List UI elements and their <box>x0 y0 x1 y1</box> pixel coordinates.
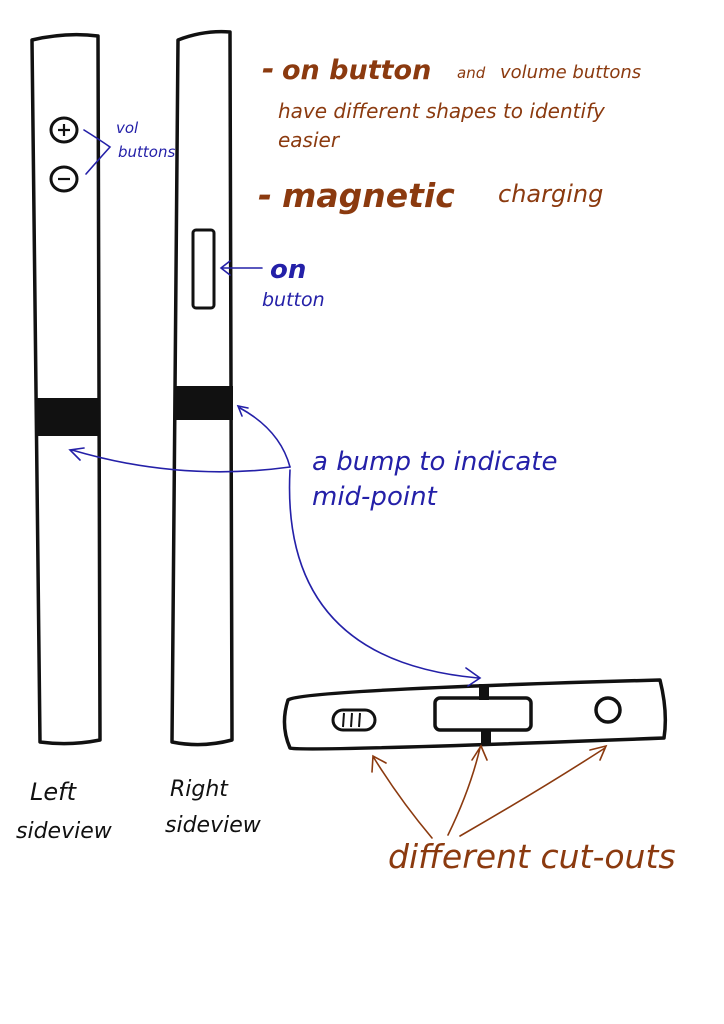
bottom-view <box>282 678 668 751</box>
bottom-device-outline <box>282 678 668 751</box>
on-button-arrow <box>219 260 263 276</box>
power-button <box>191 228 216 310</box>
note1-line3: easier <box>278 128 341 152</box>
bottom-midpoint-bump-top <box>479 684 489 700</box>
cutout-arrow-speaker <box>371 754 433 839</box>
blue-arrows <box>68 129 482 687</box>
bump-arrow-left <box>68 447 291 473</box>
right-view-label-line1: Right <box>170 777 229 802</box>
on-label-line2: button <box>262 289 325 311</box>
left-view-label-line2: sideview <box>16 819 113 844</box>
speaker-grille-cutout <box>331 708 377 732</box>
bump-arrow-bottom <box>288 469 482 687</box>
note1-line1-dash: - <box>262 52 274 87</box>
bump-label-line1: a bump to indicate <box>312 447 558 477</box>
right-device-outline <box>170 29 234 747</box>
right-view-label-line2: sideview <box>165 813 262 838</box>
vol-buttons-bracket <box>83 129 112 175</box>
vol-label-line2: buttons <box>118 143 175 161</box>
on-label-line1: on <box>270 255 306 285</box>
note2-dash: - <box>258 176 272 216</box>
note1-line2: have different shapes to identify <box>278 99 606 123</box>
note2-bold: magnetic <box>282 176 455 215</box>
note1-line1-bold: on button <box>282 55 431 86</box>
headphone-jack-cutout <box>594 696 622 724</box>
left-view-label-line1: Left <box>30 778 78 806</box>
right-midpoint-bump <box>176 386 233 420</box>
left-side-view <box>30 32 102 746</box>
plus-icon <box>58 124 70 136</box>
vol-label-line1: vol <box>116 119 139 137</box>
volume-down-button <box>49 165 79 193</box>
bottom-midpoint-bump-bottom <box>481 730 491 744</box>
note2-rest: charging <box>498 180 603 208</box>
note1-line1-rest: volume buttons <box>500 62 641 83</box>
bump-arrow-right-top <box>236 404 291 468</box>
right-side-view <box>170 29 234 747</box>
brown-arrows <box>371 744 608 839</box>
cutout-arrow-jack <box>459 744 608 837</box>
left-midpoint-bump <box>37 398 99 436</box>
cutouts-label: different cut-outs <box>388 837 676 876</box>
volume-up-button <box>49 116 79 144</box>
cutout-arrow-port <box>447 744 488 836</box>
bump-label-line2: mid-point <box>312 482 438 512</box>
charging-port-cutout <box>433 696 533 732</box>
left-device-outline <box>30 32 102 746</box>
note1-line1-small: and <box>457 64 486 82</box>
